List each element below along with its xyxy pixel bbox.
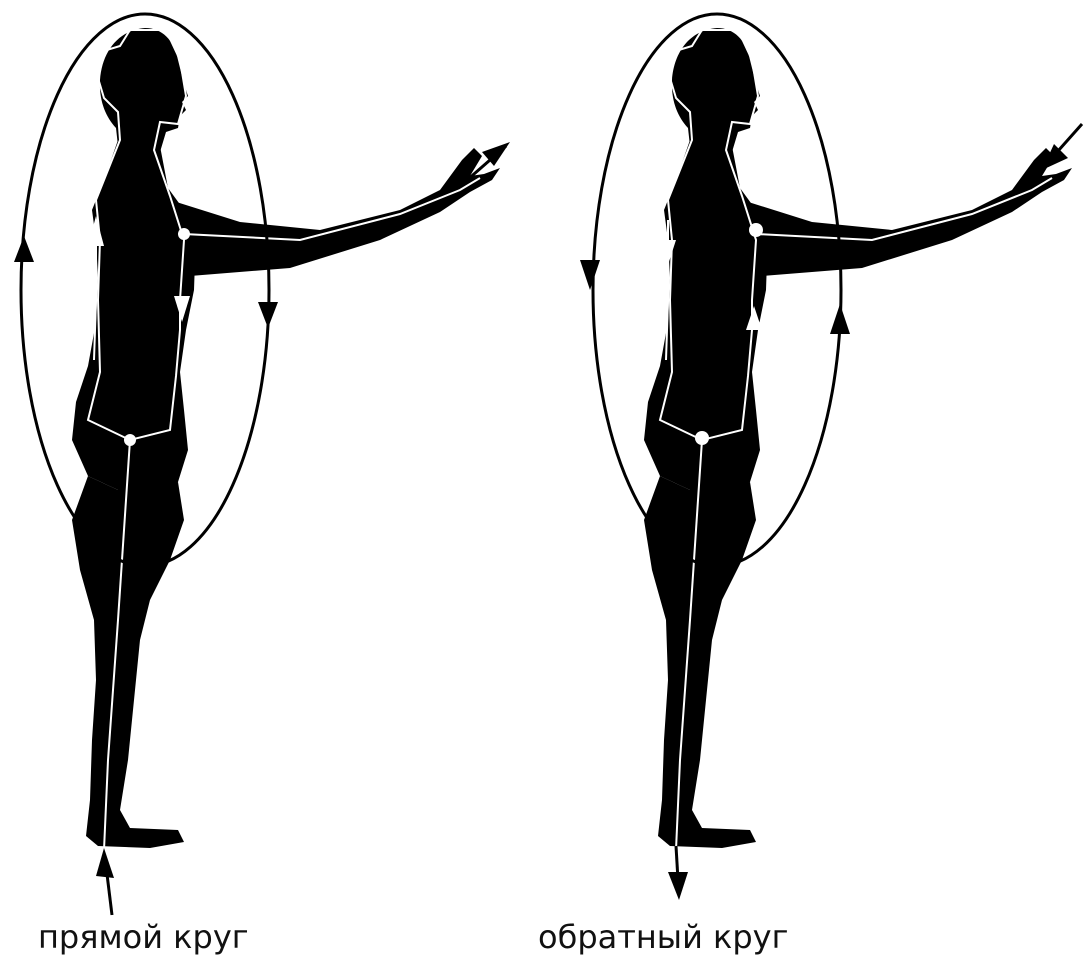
loop-down-arrow-right [580,260,600,290]
shoulder-node-right [749,223,763,237]
figure-direct-circle [14,14,510,915]
figure-reverse-circle [580,14,1082,900]
loop-up-arrow-right [830,304,850,334]
loop-up-arrow-left [14,236,34,262]
pelvis-node-left [124,434,136,446]
foot-in-arrow-left [96,848,114,878]
caption-reverse-circle: обратный круг [538,918,788,956]
shoulder-node-left [178,228,190,240]
pelvis-node-right [695,431,709,445]
foot-out-arrow-right [668,872,688,900]
caption-direct-circle: прямой круг [38,918,249,956]
loop-down-arrow-left [258,302,278,328]
